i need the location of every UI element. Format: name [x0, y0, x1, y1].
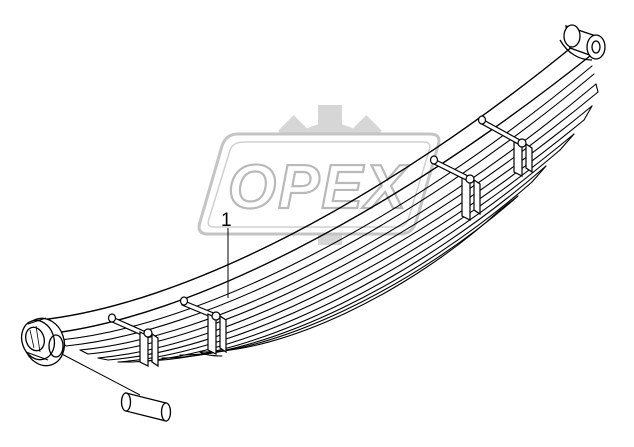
- clip-left-1: [107, 313, 159, 368]
- front-eye: [20, 317, 66, 367]
- shackle-pin: [57, 351, 172, 422]
- clip-right-2: [477, 115, 533, 177]
- pin-leader-line: [57, 351, 141, 396]
- watermark-text: OPEX: [228, 153, 410, 222]
- rear-eye: [559, 24, 606, 61]
- clip-left-2: [179, 296, 227, 355]
- clip-right-1: [429, 155, 481, 221]
- callout-label: 1: [221, 210, 232, 231]
- callout-1: 1: [221, 210, 232, 298]
